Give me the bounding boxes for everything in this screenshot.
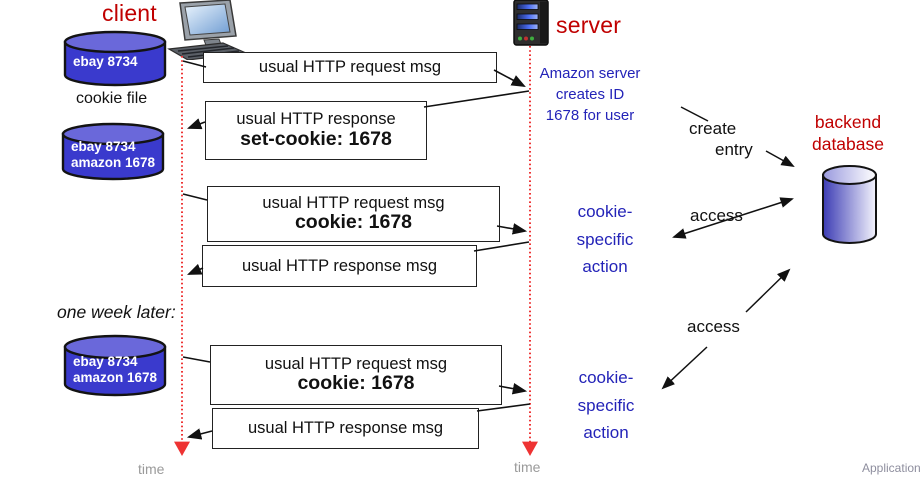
- message-text: usual HTTP response msg: [247, 419, 444, 438]
- response-arrow-3: [186, 428, 213, 440]
- slide-footer: Application: [862, 461, 921, 475]
- response-line-right: [473, 241, 530, 252]
- http-response-box: usual HTTP response msg: [202, 245, 477, 287]
- cookie-file-entries: ebay 8734 amazon 1678: [71, 139, 156, 170]
- request-line-left: [182, 193, 208, 201]
- http-response-box: usual HTTP response set-cookie: 1678: [205, 101, 427, 160]
- response-arrow-1: [186, 118, 206, 130]
- request-arrow-1: [493, 69, 526, 88]
- access-label: access: [690, 206, 743, 225]
- time-label-server: time: [514, 459, 541, 475]
- access-arrow-to-database: [745, 268, 791, 313]
- amazon-server-note: Amazon server creates ID 1678 for user: [539, 65, 641, 124]
- response-line-right: [423, 90, 530, 108]
- cylinder-shape: [63, 30, 167, 87]
- cookie-file-entries: ebay 8734: [73, 54, 138, 69]
- database-cylinder: [821, 164, 878, 246]
- http-request-box: usual HTTP request msg: [203, 52, 497, 83]
- http-request-box: usual HTTP request msg cookie: 1678: [210, 345, 502, 405]
- server-tower-icon: [513, 0, 549, 46]
- create-entry-label: create entry: [689, 119, 753, 159]
- cylinder-shape: [63, 334, 167, 397]
- response-line-right: [476, 403, 531, 412]
- message-bold-text: cookie: 1678: [297, 372, 415, 395]
- cookie-file-entries: ebay 8734 amazon 1678: [73, 354, 158, 385]
- request-line-left: [182, 356, 211, 363]
- request-arrow-2: [496, 223, 528, 235]
- cookie-file-caption: cookie file: [76, 90, 148, 107]
- cookie-file-cylinder: ebay 8734 amazon 1678: [62, 334, 168, 398]
- access-label: access: [687, 317, 740, 336]
- message-text: usual HTTP response msg: [241, 256, 438, 275]
- message-text: usual HTTP request msg: [262, 193, 445, 212]
- message-bold-text: set-cookie: 1678: [240, 127, 392, 150]
- request-arrow-3: [498, 383, 528, 395]
- one-week-later-label: one week later:: [57, 302, 176, 322]
- message-bold-text: cookie: 1678: [294, 211, 413, 234]
- cookie-specific-action-label: cookie- specific action: [576, 202, 634, 276]
- server-heading: server: [556, 12, 622, 38]
- cylinder-shape: [822, 165, 877, 244]
- backend-database-label: backend database: [811, 112, 884, 154]
- desktop-computer-icon: [167, 0, 249, 60]
- cookie-specific-action-label: cookie- specific action: [577, 368, 635, 442]
- message-text: usual HTTP request msg: [264, 354, 448, 373]
- create-entry-arrow: [765, 150, 795, 167]
- cylinder-shape: [61, 122, 165, 181]
- cookie-file-cylinder: ebay 8734: [62, 30, 168, 88]
- access-arrow-to-action: [661, 346, 708, 390]
- cookie-file-cylinder: ebay 8734 amazon 1678: [60, 122, 166, 182]
- response-arrow-2: [187, 263, 204, 275]
- http-response-box: usual HTTP response msg: [212, 408, 479, 449]
- message-text: usual HTTP request msg: [258, 58, 442, 77]
- time-label-client: time: [138, 461, 165, 477]
- message-text: usual HTTP response: [236, 110, 396, 129]
- http-request-box: usual HTTP request msg cookie: 1678: [207, 186, 500, 242]
- client-heading: client: [102, 0, 157, 26]
